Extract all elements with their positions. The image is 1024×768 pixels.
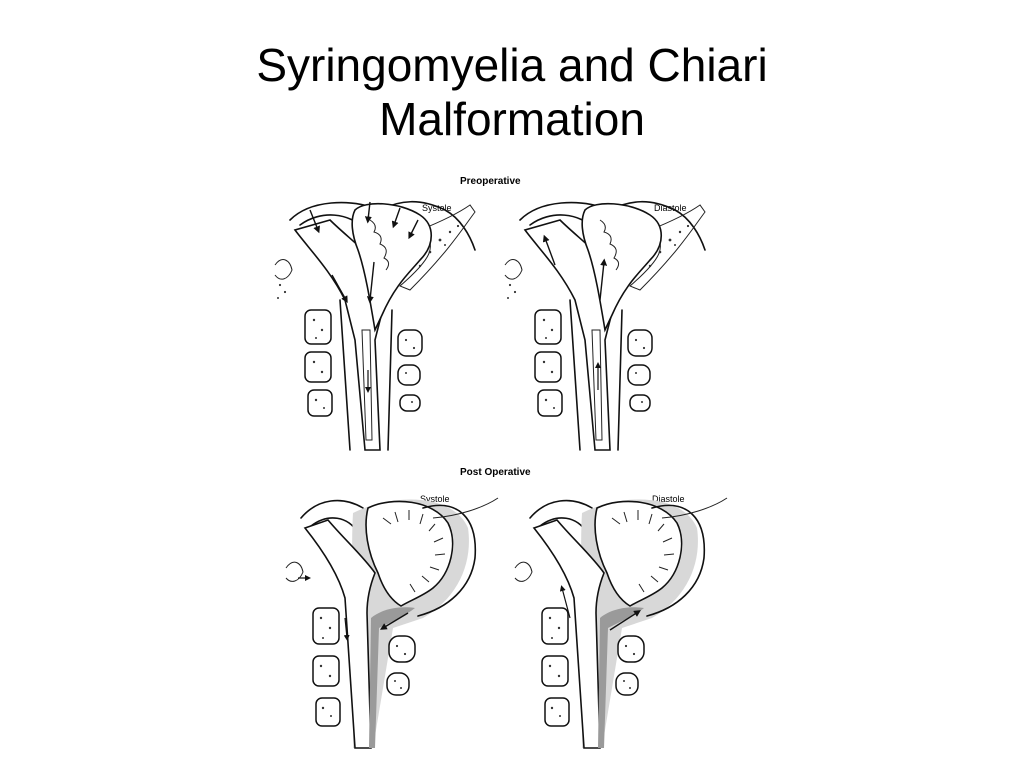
title-line-2: Malformation	[379, 93, 645, 145]
preoperative-label: Preoperative	[460, 176, 521, 187]
pre-systole-label: Systole	[422, 203, 452, 213]
title-line-1: Syringomyelia and Chiari	[256, 39, 768, 91]
post-diastole-label: Diastole	[652, 494, 685, 504]
postoperative-label: Post Operative	[460, 467, 531, 478]
pre-systole-panel	[274, 200, 476, 451]
post-diastole-panel	[514, 497, 728, 749]
pre-diastole-panel	[504, 200, 706, 451]
slide-title: Syringomyelia and Chiari Malformation	[0, 38, 1024, 146]
post-systole-label: Systole	[420, 494, 450, 504]
post-systole-panel	[285, 497, 499, 749]
